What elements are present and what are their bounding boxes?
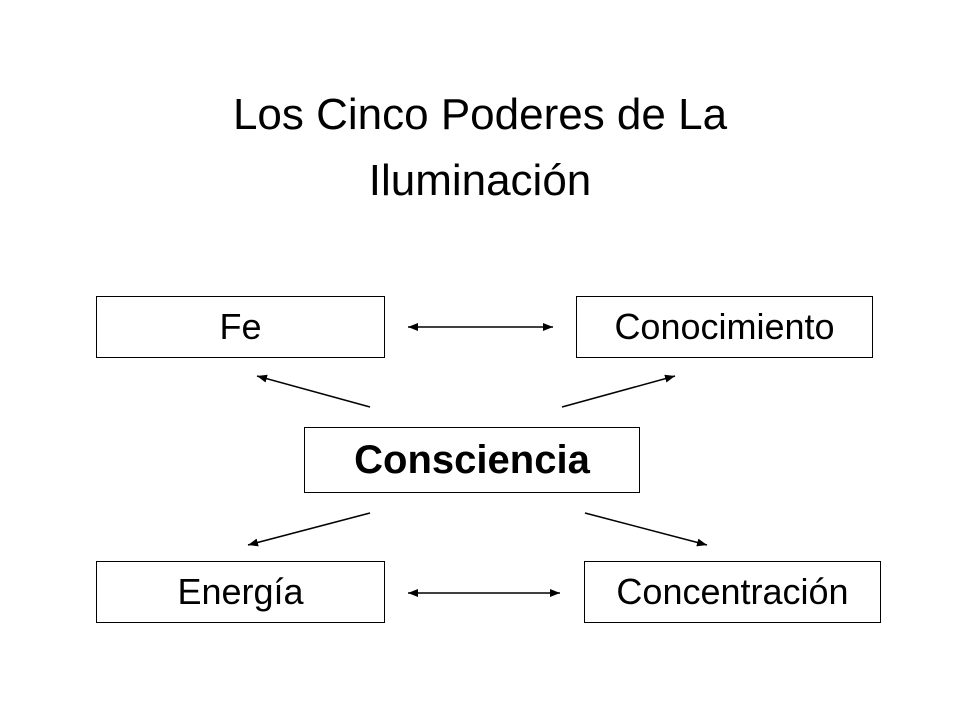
node-concentracion: Concentración <box>584 561 881 623</box>
slide-title-line-2: Iluminación <box>368 156 592 205</box>
arrow-consciencia-to-conocimiento <box>561 374 676 408</box>
slide-title-line-1: Los Cinco Poderes de La <box>232 90 728 139</box>
node-conocimiento: Conocimiento <box>576 296 873 358</box>
node-fe: Fe <box>96 296 385 358</box>
arrow-consciencia-to-fe <box>256 374 371 408</box>
arrow-consciencia-to-concentracion <box>584 512 708 547</box>
arrow-consciencia-to-energia <box>247 512 371 547</box>
node-consciencia: Consciencia <box>304 427 640 493</box>
slide-title: Los Cinco Poderes de La Iluminación <box>80 82 880 214</box>
node-energia: Energía <box>96 561 385 623</box>
